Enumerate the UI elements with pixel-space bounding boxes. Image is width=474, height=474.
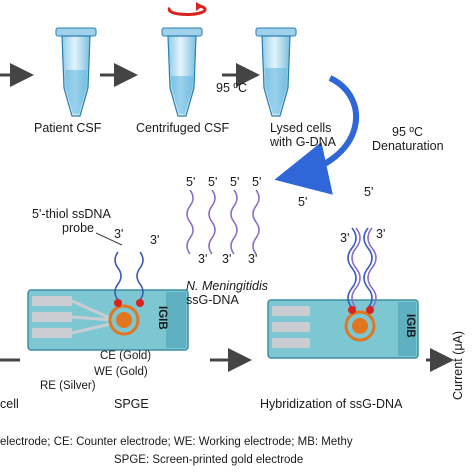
label-current: Current (μA) bbox=[451, 330, 465, 400]
rotation-arrowhead-icon bbox=[196, 2, 203, 11]
hybrid-s-mark-1 bbox=[348, 306, 356, 314]
label-we-gold: WE (Gold) bbox=[94, 366, 148, 378]
label-n-meningitidis: N. Meningitidis bbox=[186, 279, 268, 293]
free-dna-strands bbox=[186, 189, 260, 255]
label-5prime-d: 5' bbox=[252, 175, 262, 189]
label-probe-3prime-left: 3' bbox=[114, 227, 124, 241]
label-5prime-b: 5' bbox=[208, 175, 218, 189]
label-hybrid-5prime-left: 5' bbox=[298, 195, 308, 209]
label-re-silver: RE (Silver) bbox=[40, 380, 96, 392]
hybrid-s-mark-2 bbox=[366, 306, 374, 314]
tube-centrifuged bbox=[161, 27, 203, 117]
legend-line-2: SPGE: Screen-printed gold electrode bbox=[114, 454, 304, 466]
label-95c-step: 95 ºC bbox=[216, 81, 247, 95]
label-hybridization: Hybridization of ssG-DNA bbox=[260, 397, 403, 411]
label-3prime-a: 3' bbox=[198, 252, 208, 266]
we-disk bbox=[116, 312, 132, 328]
label-probe-line2: probe bbox=[62, 221, 94, 235]
label-5prime-a: 5' bbox=[186, 175, 196, 189]
label-3prime-b: 3' bbox=[222, 252, 232, 266]
rotation-icon bbox=[167, 4, 207, 17]
probe-pointer bbox=[95, 232, 123, 246]
hybrid-duplexes bbox=[347, 227, 377, 309]
thiol-s-marks bbox=[114, 299, 144, 307]
label-ce-gold: CE (Gold) bbox=[100, 350, 152, 362]
label-hybrid-5prime-right: 5' bbox=[364, 185, 374, 199]
hybrid-ce-ring bbox=[344, 310, 376, 342]
label-hybrid-3prime-right: 3' bbox=[376, 227, 386, 241]
label-with-gdna: with G-DNA bbox=[270, 135, 336, 149]
label-5prime-c: 5' bbox=[230, 175, 240, 189]
label-igib-brand-1: IGIB bbox=[156, 306, 168, 330]
hybrid-we-disk bbox=[352, 318, 368, 334]
hybrid-strip bbox=[267, 299, 419, 359]
legend-line-1: electrode; CE: Counter electrode; WE: Wo… bbox=[0, 436, 353, 448]
label-centrifuged-csf: Centrifuged CSF bbox=[136, 121, 230, 135]
label-probe-line1: 5'-thiol ssDNA bbox=[32, 207, 111, 221]
denaturation-arrow bbox=[274, 75, 359, 195]
label-probe-3prime-right: 3' bbox=[150, 233, 160, 247]
label-patient-csf: Patient CSF bbox=[34, 121, 102, 135]
label-95c-denat: 95 ºC bbox=[392, 125, 423, 139]
tube-patient-csf bbox=[55, 27, 97, 117]
label-denaturation: Denaturation bbox=[372, 139, 444, 153]
spge-strip bbox=[27, 289, 189, 351]
spge-probes bbox=[114, 251, 144, 301]
label-igib-brand-2: IGIB bbox=[404, 314, 416, 338]
label-cell: cell bbox=[0, 397, 19, 411]
label-3prime-c: 3' bbox=[248, 252, 258, 266]
label-lysed-cells: Lysed cells bbox=[270, 121, 332, 135]
tube-lysed bbox=[255, 27, 297, 117]
label-spge: SPGE bbox=[114, 397, 149, 411]
label-ssg-dna: ssG-DNA bbox=[186, 293, 239, 307]
ce-ring bbox=[108, 304, 140, 336]
label-hybrid-3prime-left: 3' bbox=[340, 231, 350, 245]
